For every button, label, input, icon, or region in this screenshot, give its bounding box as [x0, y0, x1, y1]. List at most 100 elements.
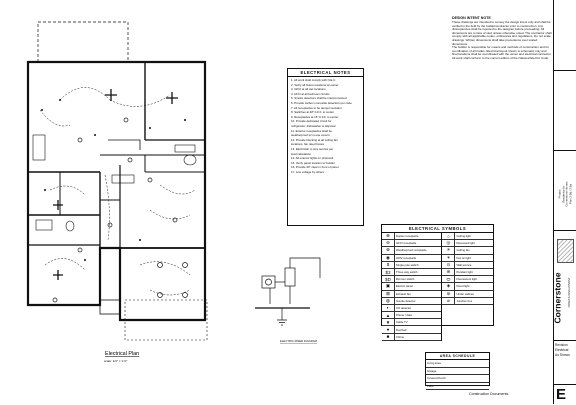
electrical-note-line: 16. Provide 30" clear in front of panel: [291, 165, 339, 170]
project-info: Project Residence for Cornerstone Homes …: [554, 150, 576, 231]
electrical-symbols-table: ELECTRICAL SYMBOLS ⊕Duplex receptacle⊖GF…: [381, 224, 494, 341]
symbol-row: ▲Phone / data: [382, 312, 442, 320]
symbol-glyph: ⌀: [442, 297, 456, 304]
plan-title: Electrical Plan: [105, 351, 139, 357]
symbol-row: ⊗Weatherproof receptacle: [382, 247, 442, 255]
symbol-description: Duplex receptacle: [396, 234, 419, 239]
symbol-glyph: ◐: [382, 304, 395, 312]
area-name: Garage: [427, 368, 437, 373]
electrical-notes-box: ELECTRICAL NOTES 1. All work shall compl…: [287, 68, 364, 226]
area-name: Patio: [427, 383, 434, 388]
company-subtitle: HOMES & DEVELOPMENT: [568, 277, 571, 308]
symbol-description: 220V receptacle: [396, 255, 417, 260]
title-block-blank: [554, 0, 576, 71]
symbol-glyph: ◈: [442, 283, 456, 290]
design-note-line: coordination of all trades. Electrical l…: [452, 48, 547, 53]
riser-caption: ELECTRIC RISER DIAGRAM: [280, 339, 318, 343]
symbol-glyph: $: [382, 261, 395, 268]
symbol-glyph: $3: [382, 268, 395, 276]
electrical-note-line: 15. Verify panel location w/ builder: [291, 160, 335, 165]
symbol-row: ✶Fan w/ light: [442, 254, 493, 262]
symbol-row: ●Doorbell: [382, 326, 442, 334]
symbol-description: Three way switch: [396, 270, 418, 275]
design-note-line: drawings. Written dimensions shall take …: [452, 37, 538, 46]
symbol-glyph: ◉: [382, 254, 395, 261]
symbol-description: Chime: [396, 334, 405, 339]
symbol-row: ▼Cable TV: [382, 319, 442, 327]
symbol-row: ■Chime: [382, 333, 442, 341]
design-note-title: DESIGN INTENT NOTE: [452, 16, 491, 20]
company-logo: [557, 239, 574, 263]
symbol-description: CO detector: [396, 305, 412, 310]
symbol-row: ⊕Duplex receptacle: [382, 233, 442, 241]
symbol-glyph: ⊗: [382, 247, 395, 254]
symbols-title: ELECTRICAL SYMBOLS: [382, 225, 493, 233]
symbol-description: Ceiling fan: [456, 248, 470, 253]
symbol-description: Electric panel: [396, 284, 413, 289]
document-status: Construction Documents: [469, 392, 509, 396]
symbol-row: $Single pole switch: [382, 261, 442, 269]
electrical-note-line: weatherproof w/ in-use covers: [291, 133, 330, 138]
area-row: Living Area: [426, 360, 489, 368]
symbol-row: ◉220V receptacle: [382, 254, 442, 262]
riser-diagram: METER / MAINSERVICE ENTRANCE200A PANELGR…: [255, 257, 321, 343]
symbol-row: ▣Electric panel: [382, 283, 442, 291]
symbol-description: Smoke detector: [396, 298, 416, 303]
symbol-description: Single pole switch: [396, 262, 419, 267]
area-row: Patio: [426, 383, 489, 390]
symbol-glyph: ▼: [382, 319, 395, 326]
symbol-description: Fluorescent light: [456, 277, 477, 282]
symbol-glyph: ◍: [382, 297, 395, 304]
symbol-row: ⊛Pendant light: [442, 268, 493, 277]
symbol-glyph: ✶: [442, 254, 456, 261]
symbol-glyph: ✳: [442, 247, 456, 254]
symbol-row: ◈Flood light: [442, 283, 493, 291]
symbol-glyph: ⊖: [382, 240, 395, 247]
electrical-floor-plan: Electrical Plan scale: 1/4" = 1'-0": [26, 21, 208, 363]
symbol-description: Cable TV: [396, 320, 408, 325]
symbol-row: ◎Recessed light: [442, 240, 493, 248]
electrical-note-line: 12. Provide blocking at all ceiling fan: [291, 137, 338, 142]
electrical-note-line: 17. Low voltage by others: [291, 169, 324, 174]
symbol-glyph: ⬭: [442, 276, 456, 283]
electrical-note-line: 4. AFCI at all bedroom circuits: [291, 91, 330, 96]
symbol-glyph: ⊚: [442, 290, 456, 297]
electrical-note-line: 10. Provide dedicated circuit for: [291, 119, 332, 124]
design-note-line: final locations shall be coordinated wit…: [452, 52, 552, 57]
electrical-note-line: locations, fan rated boxes: [291, 142, 324, 147]
symbol-row: ○Ceiling light: [442, 233, 493, 241]
symbol-description: Doorbell: [396, 327, 407, 332]
area-name: Covered Porch: [427, 376, 446, 381]
company-block: Cornerstone HOMES & DEVELOPMENT: [553, 230, 576, 341]
sheet-info-scale: As Shown: [555, 353, 570, 357]
symbol-description: GFCI receptacle: [396, 241, 417, 246]
sheet-info: Revision Electrical As Shown: [554, 340, 576, 385]
sheet-info-revision: Revision: [555, 343, 568, 347]
symbol-glyph: ⊕: [382, 233, 395, 240]
electrical-note-line: 13. Electrician to size service per: [291, 146, 334, 151]
area-row: Garage: [426, 368, 489, 375]
design-intent-note: DESIGN INTENT NOTE These drawings are in…: [452, 16, 552, 61]
symbol-description: Fan w/ light: [456, 255, 471, 260]
electrical-note-line: refrigerator, dishwasher & disposal: [291, 123, 336, 128]
design-note-line: comply with all applicable codes, ordina…: [452, 34, 551, 39]
electrical-note-line: 3. GFCI at all wet locations: [291, 87, 326, 92]
symbol-description: Wall sconce: [456, 262, 472, 267]
symbol-row: ⊠Exhaust fan: [382, 290, 442, 298]
symbol-glyph: ⊙: [442, 261, 456, 268]
symbol-glyph: $D: [382, 276, 395, 283]
symbol-description: Dimmer switch: [396, 277, 415, 282]
design-note-line: The builder is responsible for means and…: [452, 45, 550, 50]
symbol-description: Flood light: [456, 284, 470, 289]
electrical-note-line: 6. Provide carbon monoxide detectors per…: [291, 100, 352, 105]
symbol-row: ◐CO detector: [382, 304, 442, 313]
design-note-line: verified in the field by the builder/con…: [452, 23, 544, 28]
symbol-row: ⌀Junction box: [442, 297, 493, 305]
symbol-description: Phone / data: [396, 313, 412, 318]
electrical-note-line: 9. Receptacles at 16" A.F.F. to center: [291, 114, 339, 119]
electrical-note-line: load calculation: [291, 151, 311, 156]
